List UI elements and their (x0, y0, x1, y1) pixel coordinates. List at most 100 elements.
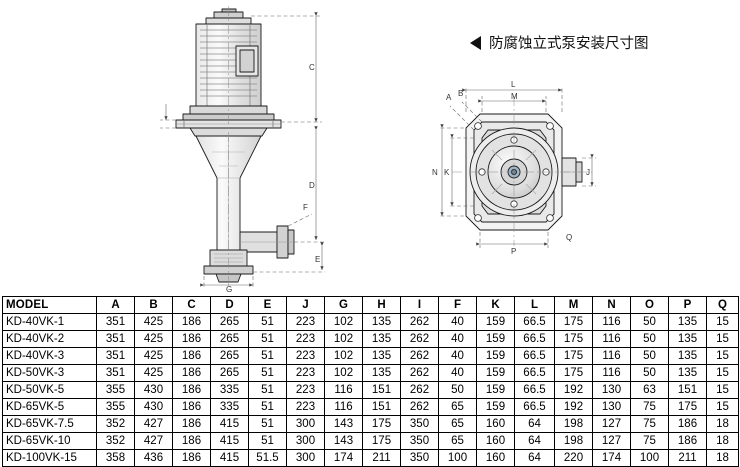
cell-q: 15 (706, 347, 739, 365)
cell-e: 51 (248, 364, 287, 382)
cell-n: 127 (592, 432, 631, 450)
cell-q: 15 (706, 364, 739, 382)
cell-p: 151 (668, 381, 707, 399)
cell-m: 175 (554, 364, 593, 382)
cell-e: 51 (248, 415, 287, 433)
cell-j: 223 (286, 364, 325, 382)
cell-a: 355 (96, 398, 135, 416)
column-header-k: K (476, 296, 515, 314)
cell-n: 130 (592, 381, 631, 399)
left-triangle-icon (470, 35, 481, 50)
cell-i: 262 (400, 347, 439, 365)
dim-letter-F: F (303, 203, 308, 212)
cell-model: KD-50VK-5 (2, 381, 97, 399)
cell-c: 186 (172, 381, 211, 399)
cell-c: 186 (172, 398, 211, 416)
cell-m: 192 (554, 398, 593, 416)
cell-i: 350 (400, 432, 439, 450)
cell-f: 65 (438, 415, 477, 433)
cell-h: 175 (362, 432, 401, 450)
cell-e: 51 (248, 398, 287, 416)
cell-q: 15 (706, 330, 739, 348)
cell-h: 151 (362, 381, 401, 399)
right-view-dimension-letters: L M N K A B J P Q (432, 80, 590, 256)
dim-letter-K: K (444, 168, 450, 177)
dim-letter-A: A (446, 93, 452, 102)
caption-text: 防腐蚀立式泵安装尺寸图 (489, 36, 649, 52)
cell-d: 415 (210, 415, 249, 433)
cell-h: 135 (362, 313, 401, 331)
cell-p: 135 (668, 313, 707, 331)
column-header-q: Q (706, 296, 739, 314)
cell-g: 116 (324, 381, 363, 399)
cell-h: 151 (362, 398, 401, 416)
cell-p: 135 (668, 364, 707, 382)
cell-o: 50 (630, 347, 669, 365)
cell-m: 175 (554, 330, 593, 348)
cell-f: 40 (438, 313, 477, 331)
cell-k: 159 (476, 398, 515, 416)
cell-b: 425 (134, 364, 173, 382)
cell-g: 143 (324, 415, 363, 433)
cell-m: 192 (554, 381, 593, 399)
cell-m: 220 (554, 449, 593, 467)
cell-g: 102 (324, 313, 363, 331)
cell-c: 186 (172, 330, 211, 348)
cell-l: 64 (514, 432, 555, 450)
cell-o: 63 (630, 381, 669, 399)
cell-h: 211 (362, 449, 401, 467)
cell-c: 186 (172, 347, 211, 365)
column-header-l: L (514, 296, 555, 314)
cell-e: 51.5 (248, 449, 287, 467)
cell-p: 186 (668, 415, 707, 433)
cell-m: 198 (554, 415, 593, 433)
cell-e: 51 (248, 347, 287, 365)
cell-n: 130 (592, 398, 631, 416)
cell-f: 50 (438, 381, 477, 399)
cell-d: 415 (210, 449, 249, 467)
cell-a: 352 (96, 432, 135, 450)
cell-h: 135 (362, 330, 401, 348)
cell-b: 430 (134, 381, 173, 399)
cell-n: 116 (592, 330, 631, 348)
cell-k: 159 (476, 347, 515, 365)
cell-f: 65 (438, 432, 477, 450)
cell-i: 350 (400, 449, 439, 467)
column-header-a: A (96, 296, 135, 314)
cell-model: KD-65VK-7.5 (2, 415, 97, 433)
cell-a: 351 (96, 330, 135, 348)
cell-n: 116 (592, 347, 631, 365)
column-header-p: P (668, 296, 707, 314)
cell-i: 262 (400, 364, 439, 382)
cell-k: 160 (476, 449, 515, 467)
cell-j: 223 (286, 330, 325, 348)
cell-q: 15 (706, 398, 739, 416)
cell-l: 66.5 (514, 364, 555, 382)
cell-q: 18 (706, 432, 739, 450)
cell-model: KD-100VK-15 (2, 449, 97, 467)
cell-a: 351 (96, 313, 135, 331)
cell-a: 358 (96, 449, 135, 467)
cell-q: 15 (706, 381, 739, 399)
cell-d: 265 (210, 313, 249, 331)
cell-q: 15 (706, 313, 739, 331)
cell-k: 160 (476, 415, 515, 433)
cell-p: 135 (668, 347, 707, 365)
cell-k: 159 (476, 364, 515, 382)
cell-o: 75 (630, 415, 669, 433)
cell-b: 430 (134, 398, 173, 416)
dim-letter-M: M (511, 92, 518, 101)
cell-j: 300 (286, 415, 325, 433)
cell-n: 127 (592, 415, 631, 433)
cell-c: 186 (172, 364, 211, 382)
cell-d: 265 (210, 364, 249, 382)
cell-j: 223 (286, 347, 325, 365)
cell-o: 75 (630, 398, 669, 416)
column-header-i: I (400, 296, 439, 314)
